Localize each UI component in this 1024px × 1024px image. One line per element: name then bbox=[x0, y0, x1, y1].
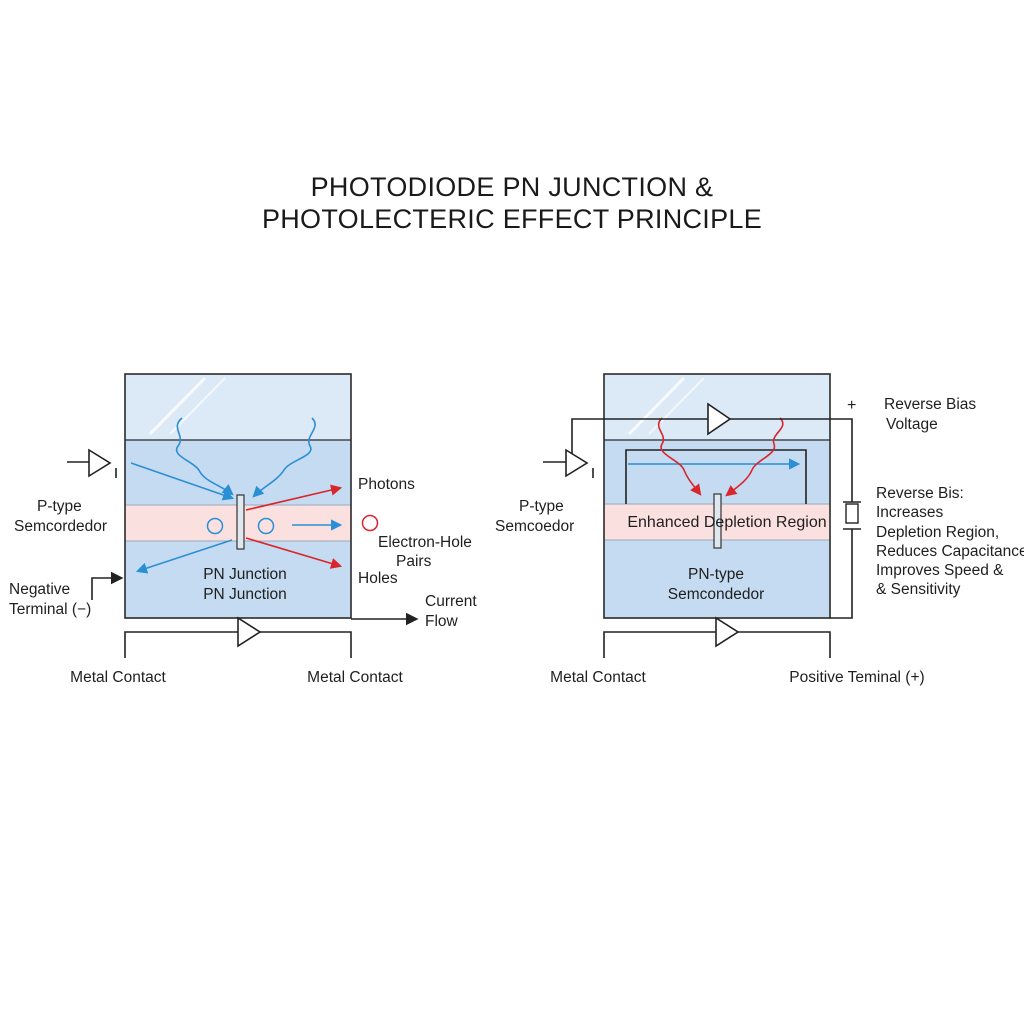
left-arrow-blue-out bbox=[135, 539, 233, 574]
right-n-type-label: PN-type bbox=[688, 566, 744, 583]
right-p-type-label: P-type bbox=[519, 498, 564, 515]
left-arrow-red-out-2 bbox=[245, 537, 343, 569]
left-photon-wave-2 bbox=[252, 417, 316, 498]
right-photon-wave-1 bbox=[657, 417, 702, 496]
left-p-type-label: P-type bbox=[37, 498, 82, 515]
left-electron-hole-line1: Electron-Hole bbox=[378, 534, 472, 551]
left-glass-glare-2 bbox=[169, 377, 226, 435]
right-positive-terminal-label: Positive Teminal (+) bbox=[789, 669, 924, 686]
left-photons-label: Photons bbox=[358, 476, 415, 493]
right-photodiode: P-type Semcoedor Enhanced Depletion Regi… bbox=[495, 373, 1024, 686]
right-note-line1: Reverse Bis: bbox=[876, 485, 964, 502]
left-electron-hole-icon bbox=[361, 514, 379, 532]
right-note-line4: Reduces Capacitance bbox=[876, 543, 1024, 560]
left-bottom-diode-symbol bbox=[237, 616, 262, 648]
left-glass-glare bbox=[148, 376, 207, 436]
right-photo-symbol-triangle bbox=[565, 448, 589, 478]
right-photon-wave-2 bbox=[725, 417, 784, 497]
left-pn-junction-label-1: PN Junction bbox=[203, 566, 287, 583]
left-arrow-red-out-1 bbox=[245, 484, 343, 511]
right-glass-window bbox=[604, 374, 830, 440]
right-bottom-bias-wire bbox=[830, 529, 853, 619]
right-p-type-material: Semcoedor bbox=[495, 518, 574, 535]
right-top-diode-symbol bbox=[707, 402, 732, 436]
right-bottom-diode-symbol bbox=[715, 616, 740, 648]
left-photodiode: P-type Semcordedor Photons Electron-Hole… bbox=[9, 373, 477, 686]
left-carrier-circle-1 bbox=[206, 517, 224, 535]
right-depletion-label: Enhanced Depletion Region bbox=[627, 514, 826, 531]
right-battery-symbol bbox=[845, 503, 859, 524]
right-note-line6: & Sensitivity bbox=[876, 581, 961, 598]
right-reverse-bias-line1: Reverse Bias bbox=[884, 396, 976, 413]
left-photo-symbol-triangle bbox=[88, 448, 112, 478]
left-junction-bar bbox=[236, 494, 245, 550]
title-line-1: PHOTODIODE PN JUNCTION & bbox=[311, 172, 714, 202]
left-pn-junction-label-2: PN Junction bbox=[203, 586, 287, 603]
right-plus-sign: + bbox=[847, 397, 856, 414]
title-line-2: PHOTOLECTERIC EFFECT PRINCIPLE bbox=[262, 204, 762, 234]
left-glass-window bbox=[125, 374, 351, 440]
left-current-line1: Current bbox=[425, 593, 477, 610]
left-metal-contact-right: Metal Contact bbox=[307, 669, 403, 686]
right-note-line2: Increases bbox=[876, 504, 943, 521]
right-glass-glare bbox=[627, 376, 686, 436]
left-negative-wire bbox=[91, 571, 124, 600]
left-current-line2: Flow bbox=[425, 613, 459, 630]
right-inner-frame bbox=[625, 449, 807, 504]
right-junction-bar bbox=[713, 493, 722, 549]
right-metal-contact-left: Metal Contact bbox=[550, 669, 646, 686]
left-electron-hole-line2: Pairs bbox=[396, 553, 432, 570]
left-p-type-material: Semcordedor bbox=[14, 518, 107, 535]
right-note-line3: Depletion Region, bbox=[876, 524, 999, 541]
left-photon-wave-1 bbox=[175, 417, 234, 496]
left-arrow-blue-in bbox=[130, 462, 235, 501]
left-metal-contact-left: Metal Contact bbox=[70, 669, 166, 686]
left-negative-line1: Negative bbox=[9, 581, 70, 598]
right-n-type-material: Semcondedor bbox=[668, 586, 765, 603]
left-holes-label: Holes bbox=[358, 570, 398, 587]
right-note-line5: Improves Speed & bbox=[876, 562, 1004, 579]
left-negative-line2: Terminal (−) bbox=[9, 601, 91, 618]
right-reverse-bias-line2: Voltage bbox=[886, 416, 938, 433]
left-carrier-circle-2 bbox=[257, 517, 275, 535]
